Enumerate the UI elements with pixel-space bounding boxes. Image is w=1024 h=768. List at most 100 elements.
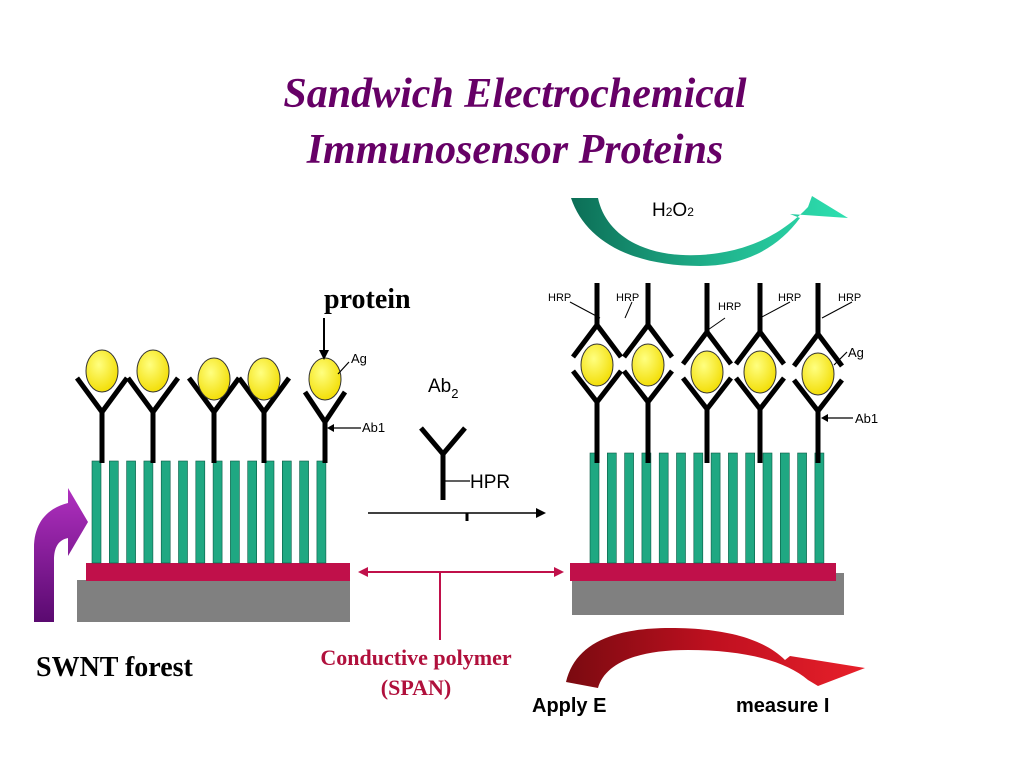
- ag-right-label: Ag: [848, 345, 864, 360]
- ab1-arm: [125, 376, 156, 414]
- ab1-arm: [261, 376, 292, 414]
- nanotube: [264, 460, 275, 564]
- nanotube: [281, 460, 292, 564]
- nanotube: [658, 452, 669, 564]
- protein-arrow: [319, 318, 329, 360]
- hrp-pointers: [569, 301, 853, 333]
- right-electrode: [570, 452, 844, 615]
- left-substrate: [77, 580, 350, 622]
- hrp-label-1: HRP: [548, 292, 571, 304]
- ab1-arm: [705, 376, 733, 411]
- ab1-arm: [150, 376, 181, 414]
- nanotube: [178, 460, 188, 564]
- ab2-arm: [705, 330, 733, 366]
- h2o2-arrow: [571, 196, 848, 266]
- antigen: [580, 343, 614, 387]
- ab1-arm: [681, 376, 709, 411]
- antigen: [247, 357, 281, 401]
- title-line-1: Sandwich Electrochemical: [283, 71, 747, 117]
- antigen: [197, 357, 231, 401]
- nanotube: [779, 452, 790, 564]
- apply-measure-arrow: [566, 628, 865, 688]
- ab1-arm: [302, 390, 328, 424]
- ab1-left-label: Ab1: [362, 420, 385, 435]
- hrp-label-3: HRP: [718, 301, 741, 313]
- ab1-arm: [622, 369, 650, 404]
- nanotube: [624, 452, 634, 564]
- antigen: [743, 350, 777, 394]
- ab2-arm: [734, 330, 762, 366]
- hrp-label-5: HRP: [838, 292, 861, 304]
- ab1-arm: [595, 369, 623, 404]
- swnt-label: SWNT forest: [36, 652, 194, 683]
- hrp-label-2: HRP: [616, 292, 639, 304]
- nanotube: [762, 452, 773, 564]
- ab1-right-label: Ab1: [855, 411, 878, 426]
- nanotube: [160, 460, 171, 564]
- left-antigens: [85, 349, 342, 401]
- ab1-arm: [186, 376, 217, 414]
- antigen: [85, 349, 119, 393]
- ab1-arm: [236, 376, 267, 414]
- antigen: [136, 349, 170, 393]
- nanotube: [126, 460, 136, 564]
- ab2-arm: [571, 323, 599, 359]
- nanotube: [797, 452, 807, 564]
- nanotube: [814, 452, 825, 564]
- nanotube: [195, 460, 206, 564]
- antigen: [631, 343, 665, 387]
- ab1-arm: [211, 376, 242, 414]
- nanotube: [589, 452, 600, 564]
- nanotube: [143, 460, 154, 564]
- left-electrode: [77, 460, 350, 622]
- polymer-indicator: [358, 567, 564, 640]
- left-nanotube-forest: [91, 460, 327, 564]
- ab1-arm: [74, 376, 105, 414]
- ab2-arm: [681, 330, 709, 366]
- right-antigens: [580, 343, 835, 396]
- nanotube: [230, 460, 240, 564]
- ab1-arm: [792, 378, 820, 413]
- ab1-right-arrow: [821, 414, 853, 422]
- ab1-arm: [734, 376, 762, 411]
- ab1-arm: [571, 369, 599, 404]
- polymer-label-line-2: (SPAN): [381, 675, 451, 700]
- nanotube: [606, 452, 617, 564]
- ab2-arm: [595, 323, 623, 359]
- protein-label: protein: [324, 284, 411, 315]
- apply-e-label: Apply E: [532, 695, 606, 717]
- right-antibodies: [571, 283, 844, 463]
- ag-right-pointer: [833, 351, 848, 366]
- ab1-arm: [816, 378, 844, 413]
- ab2-antibody: [419, 426, 467, 500]
- measure-i-label: measure I: [736, 695, 829, 717]
- antigen: [308, 357, 342, 401]
- nanotube: [676, 452, 686, 564]
- antigen: [801, 352, 835, 396]
- swnt-arrow: [34, 488, 88, 622]
- nanotube: [693, 452, 704, 564]
- ab1-arm: [322, 390, 348, 424]
- ab2-arm: [758, 330, 786, 366]
- ag-left-pointer: [337, 361, 350, 375]
- reaction-arrow: [368, 508, 546, 521]
- nanotube: [91, 460, 102, 564]
- nanotube: [745, 452, 756, 564]
- right-polymer-layer: [570, 563, 836, 581]
- right-nanotube-forest: [589, 452, 825, 564]
- polymer-label-line-1: Conductive polymer: [320, 645, 512, 670]
- ab1-arm: [646, 369, 674, 404]
- ab1-left-arrow: [327, 424, 361, 432]
- ab1-arm: [99, 376, 130, 414]
- left-antibodies: [74, 376, 348, 463]
- ab2-label: Ab2: [428, 376, 458, 401]
- nanotube: [710, 452, 721, 564]
- ab2-arm: [622, 323, 650, 359]
- nanotube: [299, 460, 309, 564]
- h2o2-label: H2O2: [652, 200, 694, 221]
- hpr-label: HPR: [470, 472, 510, 493]
- nanotube: [247, 460, 257, 564]
- ab1-arm: [758, 376, 786, 411]
- left-polymer-layer: [86, 563, 350, 581]
